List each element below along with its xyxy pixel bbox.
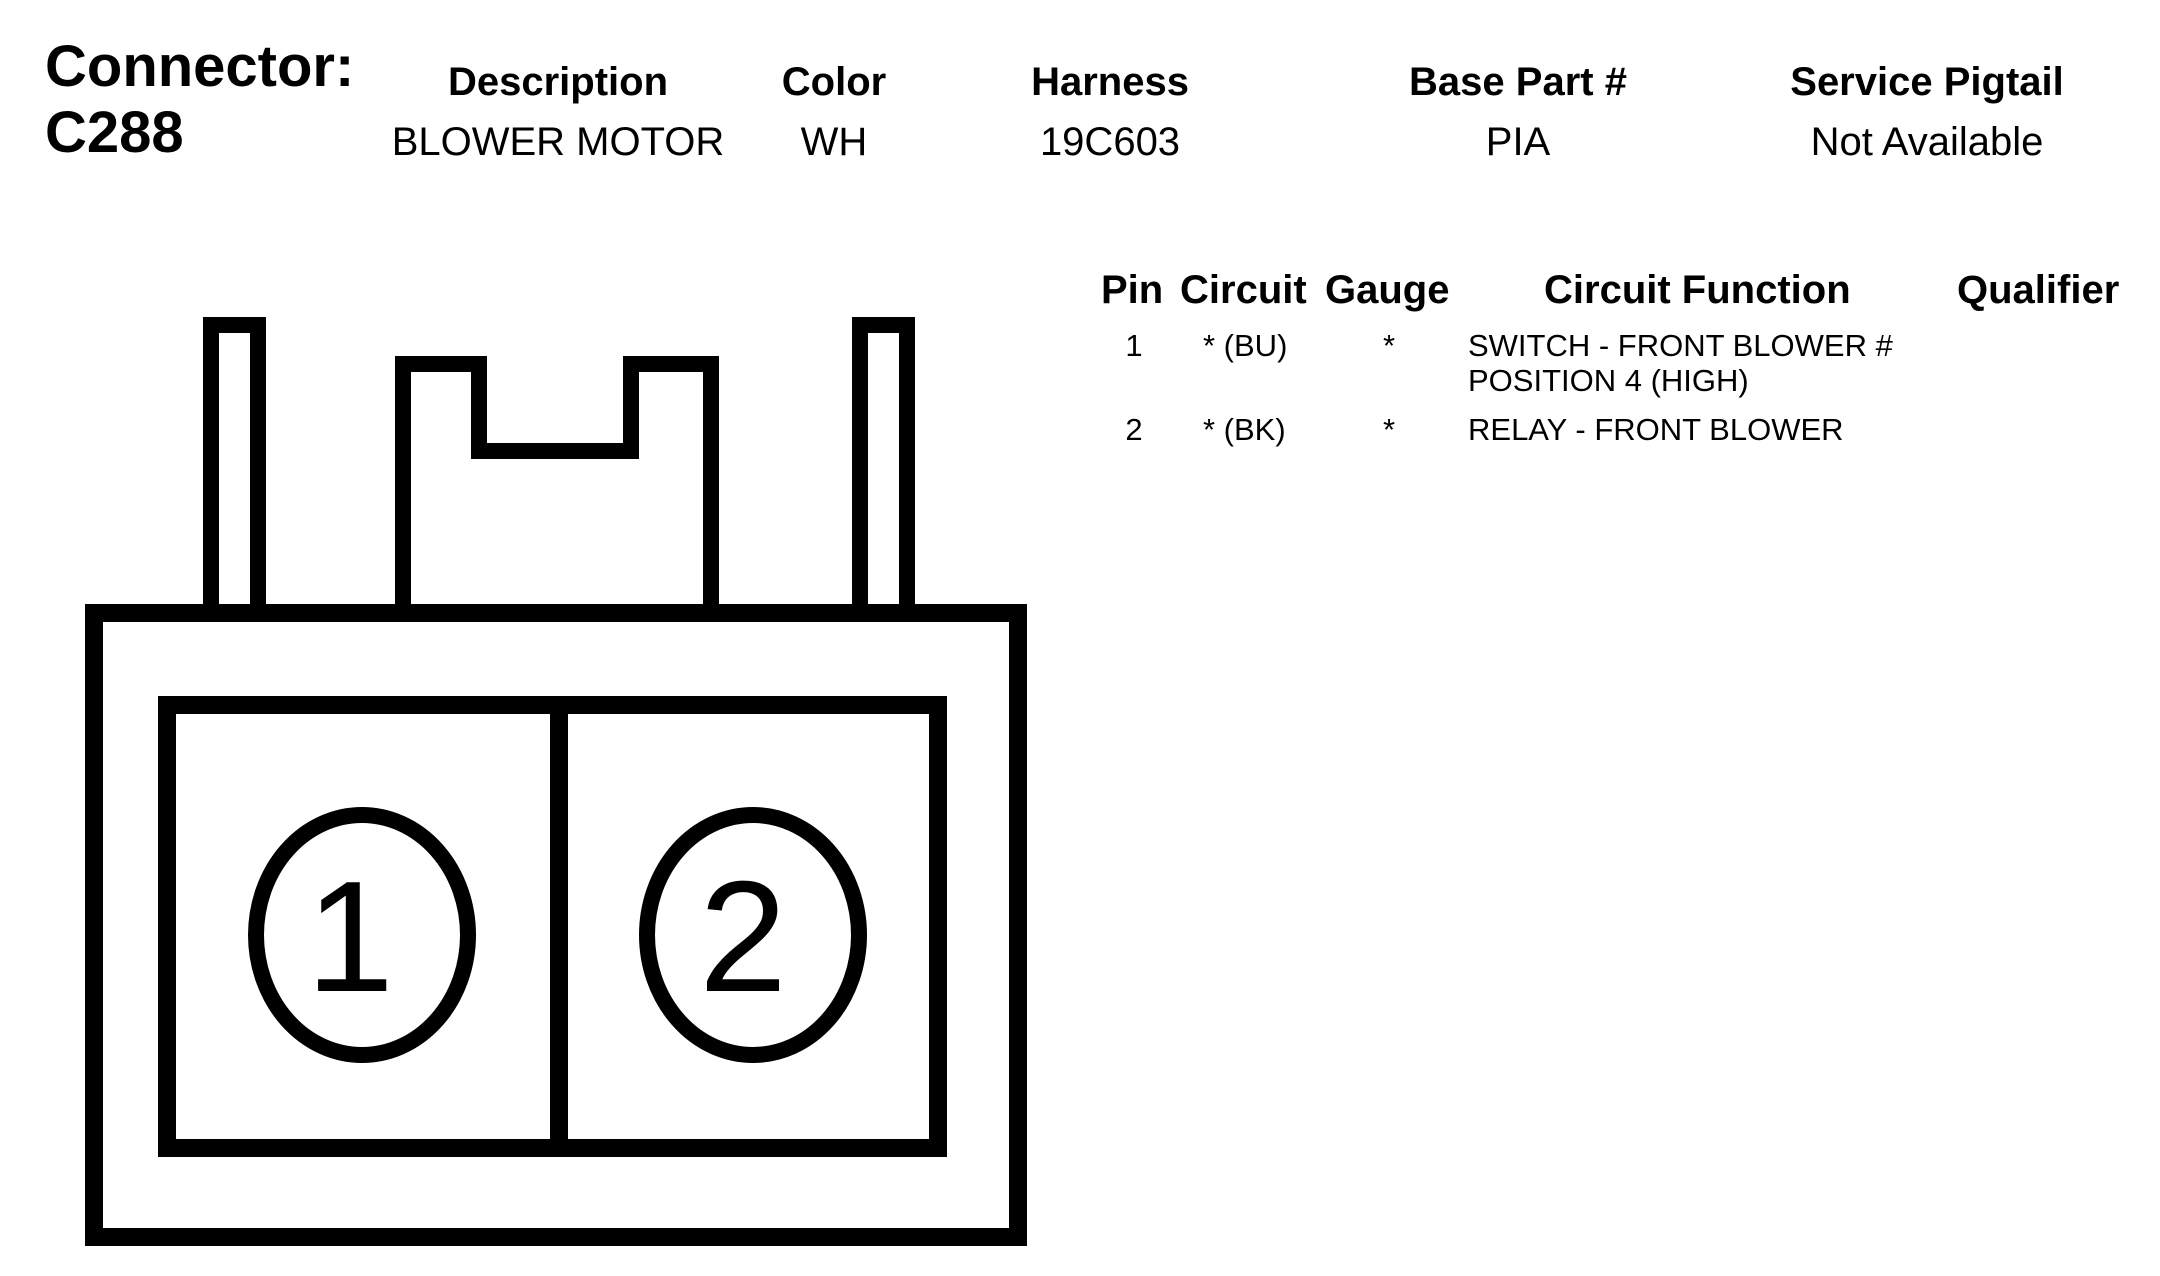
value-base-part: PIA	[1485, 120, 1551, 164]
connector-label: Connector:	[45, 34, 355, 99]
pin-2-label: 2	[699, 849, 787, 1025]
row1-function-line2: POSITION 4 (HIGH)	[1468, 363, 1749, 398]
row2-circuit: * (BK)	[1203, 412, 1286, 447]
center-latch	[395, 356, 719, 612]
header-description: Description	[447, 60, 669, 104]
header-harness: Harness	[1031, 60, 1189, 104]
col-gauge: Gauge	[1325, 268, 1450, 312]
pin-2-terminal	[639, 807, 867, 1063]
row2-gauge: *	[1382, 412, 1396, 447]
value-color: WH	[800, 120, 868, 164]
col-pin: Pin	[1101, 268, 1164, 312]
col-circuit-function: Circuit Function	[1544, 268, 1851, 312]
connector-id: C288	[45, 100, 184, 165]
col-circuit: Circuit	[1180, 268, 1307, 312]
row1-gauge: *	[1382, 328, 1396, 363]
row1-circuit: * (BU)	[1203, 328, 1288, 363]
value-harness: 19C603	[1039, 120, 1181, 164]
header-service-pigtail: Service Pigtail	[1790, 60, 2064, 104]
left-locking-tab	[203, 317, 266, 620]
value-description: BLOWER MOTOR	[391, 120, 725, 164]
pin-1-label: 1	[306, 849, 394, 1025]
right-locking-tab	[852, 317, 915, 620]
header-color: Color	[781, 60, 887, 104]
header-base-part: Base Part #	[1409, 60, 1627, 104]
row2-function-line1: RELAY - FRONT BLOWER	[1468, 412, 1844, 447]
pin-1-terminal	[248, 807, 476, 1063]
connector-body	[85, 604, 1027, 1246]
row1-function-line1: SWITCH - FRONT BLOWER #	[1468, 328, 1893, 363]
row2-pin: 2	[1125, 412, 1143, 447]
row1-pin: 1	[1125, 328, 1143, 363]
value-service-pigtail: Not Available	[1810, 120, 2044, 164]
col-qualifier: Qualifier	[1957, 268, 2120, 312]
